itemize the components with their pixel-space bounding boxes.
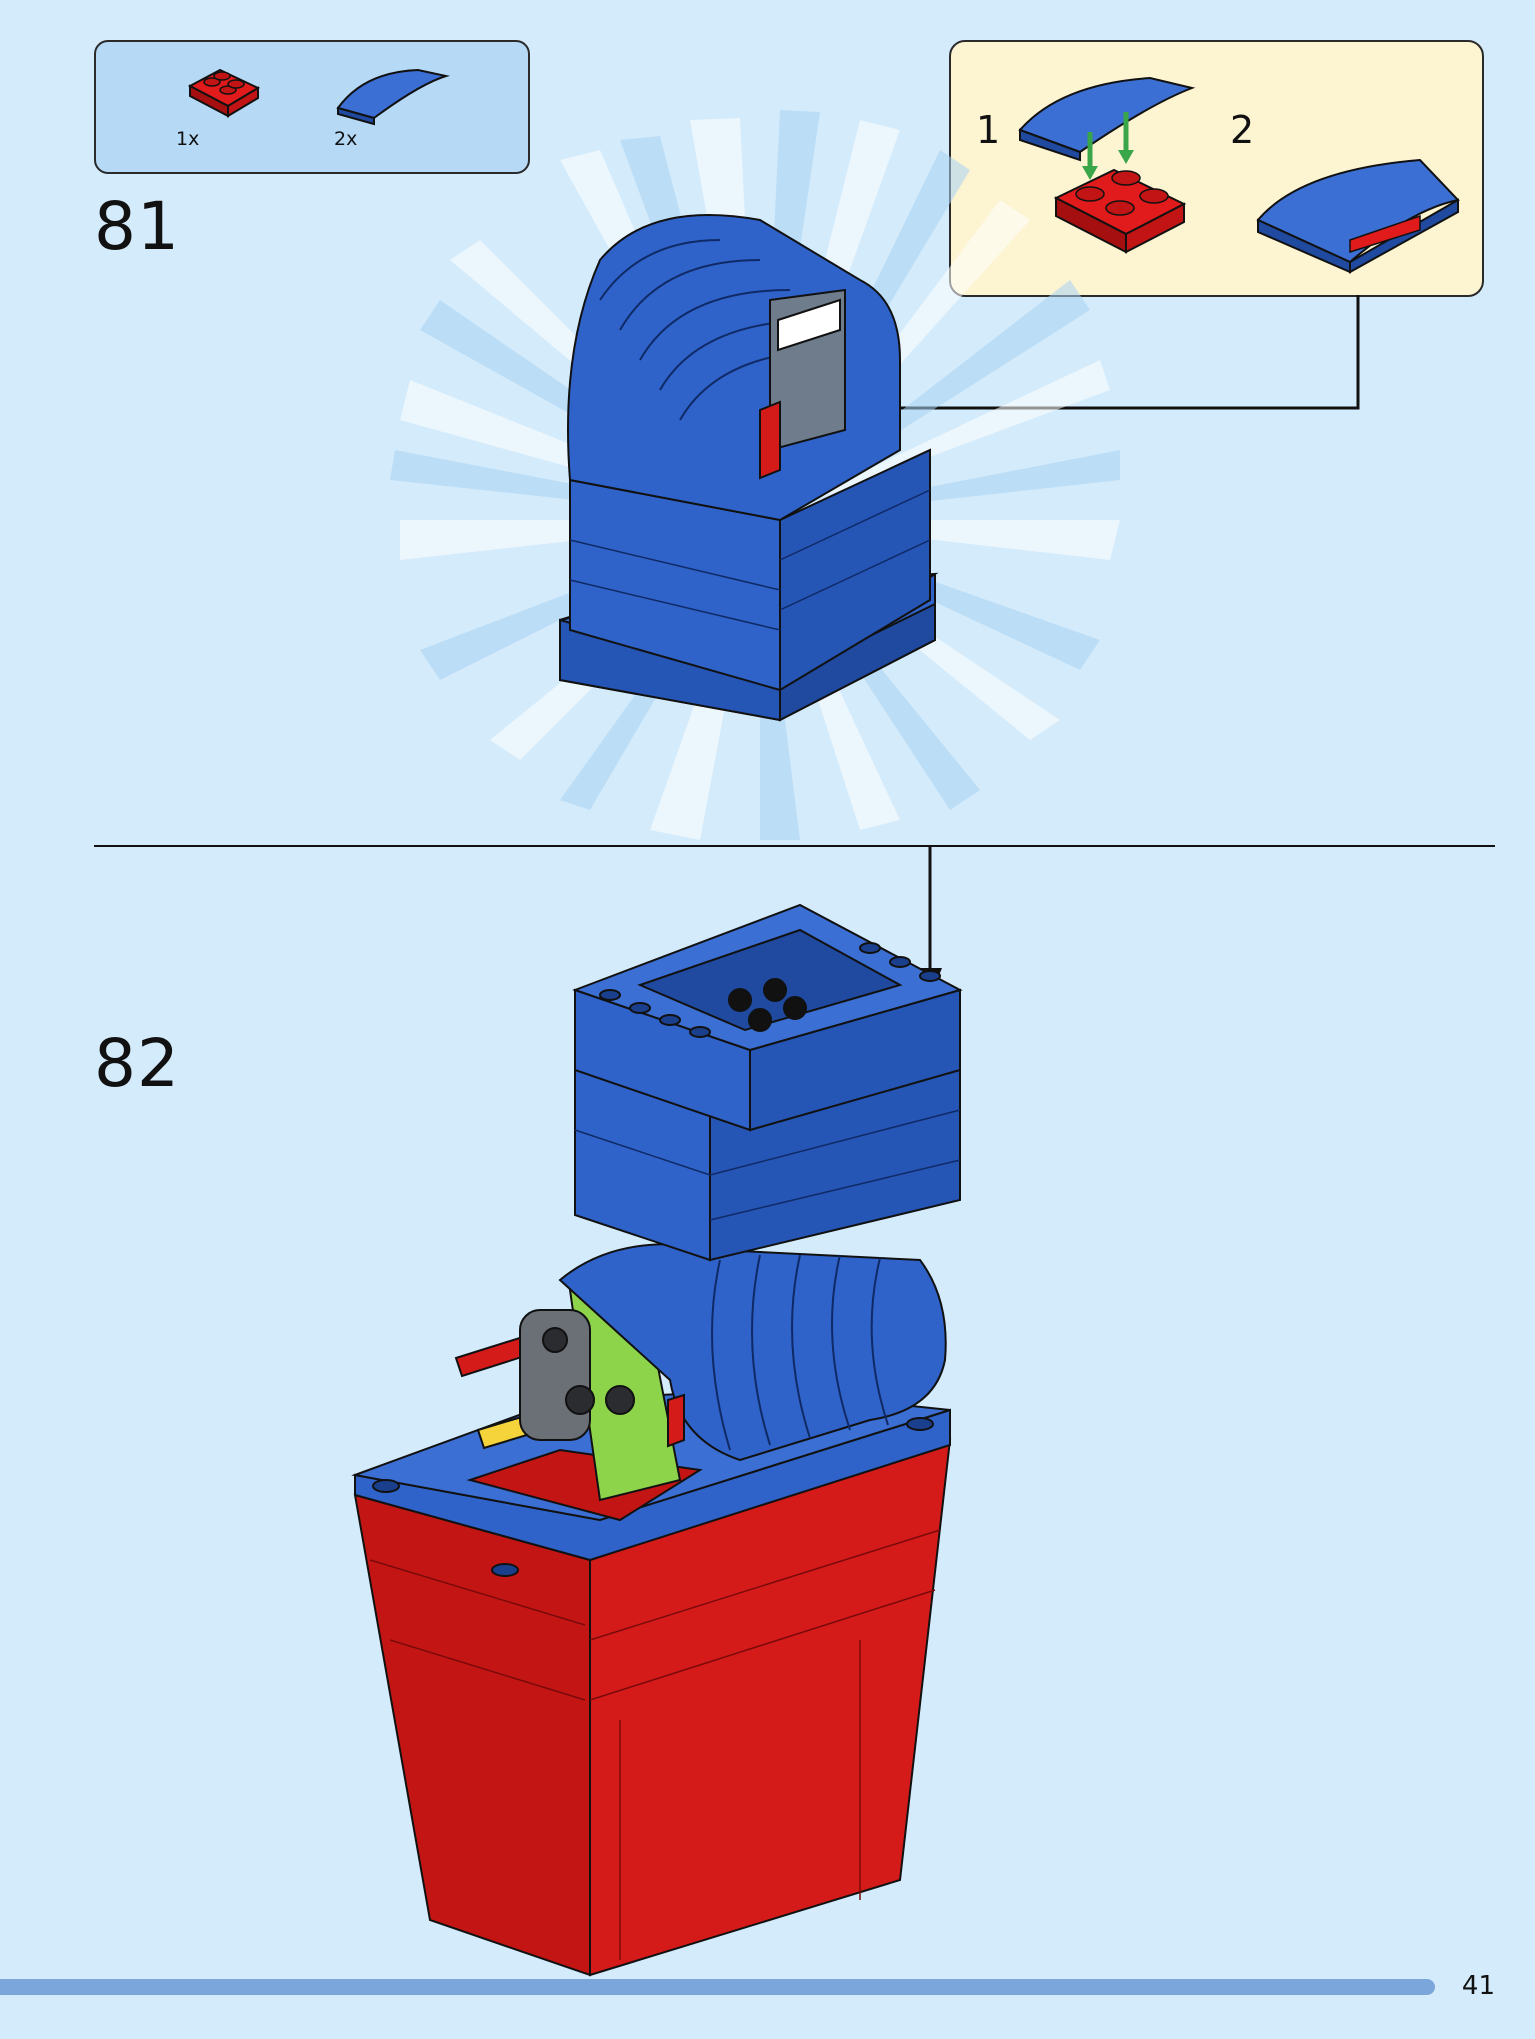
parts-list-box — [94, 40, 530, 174]
page-number: 41 — [1461, 1971, 1495, 2001]
sub-assembly-1-illustration — [1018, 76, 1196, 254]
arrow-down-icon — [1082, 112, 1134, 180]
step-number-81: 81 — [94, 188, 180, 265]
blue-curved-slope-icon — [336, 68, 450, 126]
technic-connector-gray — [519, 1309, 635, 1441]
sub-assembly-2-illustration — [1256, 158, 1460, 274]
sub-step-number: 2 — [1230, 108, 1255, 152]
sub-step-number: 1 — [976, 108, 1001, 152]
page-progress-bar — [0, 1979, 1435, 1995]
red-2x2-plate-icon — [187, 68, 261, 118]
step-81-model — [559, 214, 939, 722]
step-divider — [94, 845, 1495, 847]
step-number-82: 82 — [94, 1025, 180, 1102]
part-qty: 1x — [176, 128, 200, 150]
part-qty: 2x — [334, 128, 358, 150]
